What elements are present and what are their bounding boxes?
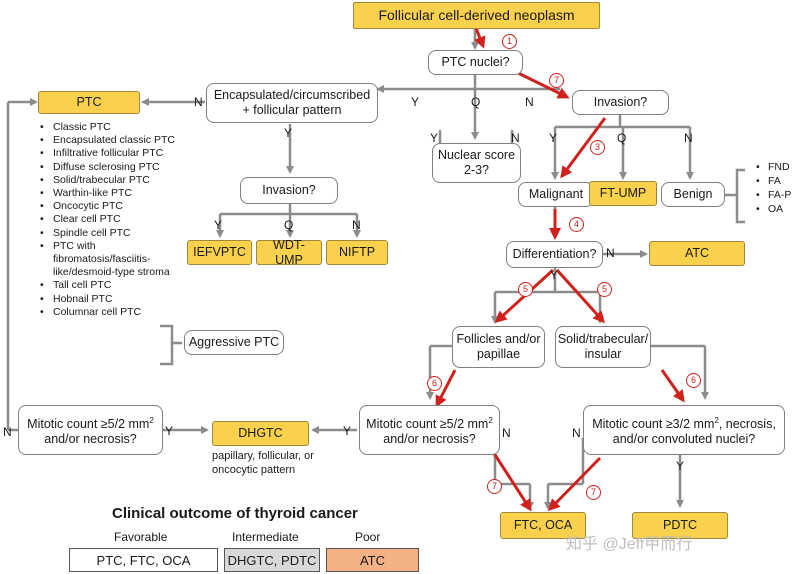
list-item: FND — [756, 160, 791, 174]
legend-title: Clinical outcome of thyroid cancer — [112, 505, 358, 522]
invasion-left-node: Invasion? — [240, 177, 338, 204]
list-item: PTC with fibromatosis/fasciitis-like/des… — [38, 240, 183, 280]
step-marker: 3 — [590, 140, 605, 155]
edge-label-y: Y — [411, 95, 420, 109]
watermark: 知乎 @Jeff甲而行 — [566, 536, 693, 553]
edge-label-n: N — [606, 246, 615, 260]
atc-node: ATC — [649, 241, 745, 266]
legend-intermediate-label: Intermediate — [232, 530, 299, 544]
pdtc-node: PDTC — [632, 512, 728, 539]
step-marker: 5 — [518, 282, 533, 297]
encapsulated-node: Encapsulated/circumscribed + follicular … — [206, 83, 378, 123]
follicles-node: Follicles and/or papillae — [452, 326, 545, 368]
solid-node: Solid/trabecular/ insular — [555, 326, 651, 368]
benign-node: Benign — [661, 182, 725, 207]
ptc-node: PTC — [38, 91, 140, 114]
edge-label-y: Y — [165, 424, 174, 438]
step-marker: 6 — [427, 376, 442, 391]
mitotic-right-node: Mitotic count ≥3/2 mm2, necrosis, and/or… — [583, 405, 785, 455]
edge-label-n: N — [511, 131, 520, 145]
list-item: Solid/trabecular PTC — [38, 174, 183, 187]
list-item: Infiltrative follicular PTC — [38, 147, 183, 160]
niftp-node: NIFTP — [326, 240, 388, 265]
list-item: Classic PTC — [38, 121, 183, 134]
iefvptc-node: IEFVPTC — [187, 240, 252, 265]
differentiation-node: Differentiation? — [506, 241, 603, 268]
benign-subtype-list: FND FA FA-P OA — [756, 160, 791, 216]
legend-poor-box: ATC — [326, 548, 419, 572]
list-item: Spindle cell PTC — [38, 227, 183, 240]
edge-label-n: N — [525, 95, 534, 109]
list-item: Oncocytic PTC — [38, 200, 183, 213]
legend-favorable-label: Favorable — [114, 530, 168, 544]
step-marker: 1 — [502, 34, 517, 49]
edge-label-n: N — [194, 95, 203, 109]
ft-ump-node: FT-UMP — [589, 181, 657, 206]
edge-label-n: N — [572, 426, 581, 440]
step-marker: 4 — [569, 217, 584, 232]
mitotic-mid-node: Mitotic count ≥5/2 mm2 and/or necrosis? — [359, 405, 500, 455]
step-marker: 7 — [549, 73, 564, 88]
edge-label-q: Q — [471, 95, 481, 109]
list-item: FA-P — [756, 188, 791, 202]
list-item: Encapsulated classic PTC — [38, 134, 183, 147]
edge-label-n: N — [684, 131, 693, 145]
edge-label-q: Q — [284, 218, 294, 232]
legend-intermediate-box: DHGTC, PDTC — [224, 548, 320, 572]
edge-label-y: Y — [214, 218, 223, 232]
legend-favorable-box: PTC, FTC, OCA — [69, 548, 218, 572]
list-item: OA — [756, 202, 791, 216]
edge-label-y: Y — [550, 268, 559, 282]
malignant-node: Malignant — [518, 182, 594, 207]
edge-label-n: N — [352, 218, 361, 232]
invasion-right-node: Invasion? — [572, 90, 669, 115]
dhgtc-note: papillary, follicular, or oncocytic patt… — [212, 450, 314, 476]
aggressive-ptc-node: Aggressive PTC — [184, 330, 284, 355]
list-item: Columnar cell PTC — [38, 306, 183, 319]
ptc-nuclei-node: PTC nuclei? — [428, 50, 523, 75]
edge-label-q: Q — [617, 131, 627, 145]
edge-label-n: N — [3, 425, 12, 439]
ftc-oca-node: FTC, OCA — [500, 512, 586, 539]
nuclear-score-node: Nuclear score 2-3? — [432, 143, 521, 183]
list-item: Tall cell PTC — [38, 279, 183, 292]
dhgtc-node: DHGTC — [212, 421, 309, 446]
wdt-ump-node: WDT-UMP — [256, 238, 322, 267]
ptc-subtype-list: Classic PTC Encapsulated classic PTC Inf… — [38, 121, 183, 319]
edge-label-n: N — [502, 426, 511, 440]
edge-label-y: Y — [549, 131, 558, 145]
step-marker: 6 — [686, 373, 701, 388]
list-item: Diffuse sclerosing PTC — [38, 161, 183, 174]
list-item: Warthin-like PTC — [38, 187, 183, 200]
list-item: Hobnail PTC — [38, 293, 183, 306]
mitotic-left-node: Mitotic count ≥5/2 mm2 and/or necrosis? — [18, 405, 163, 455]
edge-label-y: Y — [343, 424, 352, 438]
edge-label-y: Y — [284, 126, 293, 140]
step-marker: 7 — [586, 485, 601, 500]
legend-poor-label: Poor — [355, 530, 381, 544]
list-item: Clear cell PTC — [38, 213, 183, 226]
edge-label-y: Y — [430, 131, 439, 145]
edge-label-y: Y — [676, 459, 685, 473]
list-item: FA — [756, 174, 791, 188]
root-node: Follicular cell-derived neoplasm — [353, 2, 600, 29]
step-marker: 7 — [487, 479, 502, 494]
step-marker: 5 — [597, 282, 612, 297]
